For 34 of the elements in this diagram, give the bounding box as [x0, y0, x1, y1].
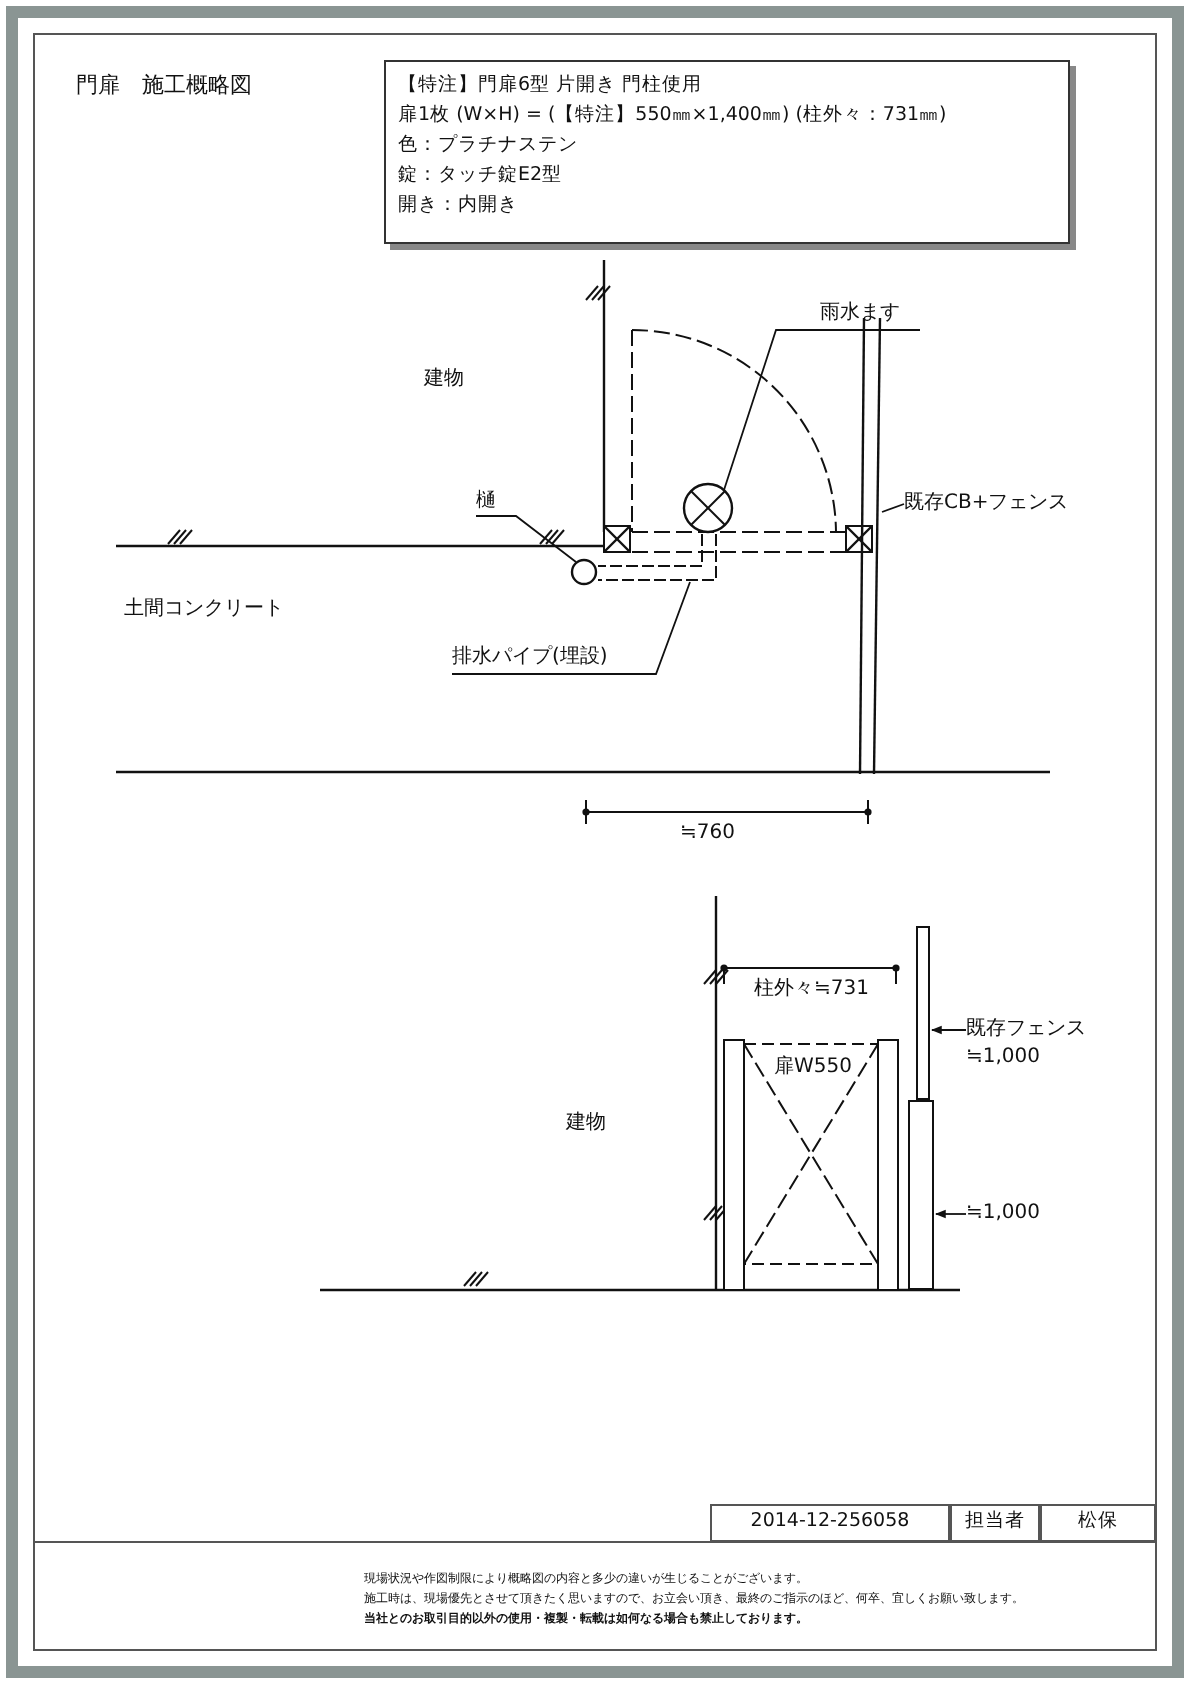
spec-box	[384, 60, 1070, 244]
fence-post	[916, 926, 930, 1100]
drawing-number: 2014-12-256058	[710, 1504, 950, 1542]
arrow	[934, 1209, 967, 1219]
callout-label: ≒1,000	[966, 1044, 1043, 1072]
spec-line: 錠：タッチ錠E2型	[398, 162, 565, 190]
spec-line: 扉1枚 (W×H) = (【特注】550㎜×1,400㎜) (柱外々：731㎜)	[398, 102, 949, 130]
callout-label: 雨水ます	[820, 300, 920, 328]
rain-basin-symbol	[682, 482, 734, 534]
callout-label: ≒1,000	[966, 1200, 1086, 1228]
spec-line: 色：プラチナステン	[398, 132, 580, 160]
dimension-label: 柱外々≒731	[754, 976, 869, 1004]
drain-pipe-symbol	[596, 532, 722, 582]
spec-line: 【特注】門扉6型 片開き 門柱使用	[398, 72, 705, 100]
drawing-title: 門扉 施工概略図	[76, 72, 252, 100]
callout-label: 樋	[476, 488, 508, 516]
leader-line	[475, 515, 577, 563]
arrow	[930, 1025, 967, 1035]
dimension-label: ≒760	[680, 820, 735, 848]
gutter-symbol	[570, 558, 598, 586]
leader-line	[451, 581, 691, 675]
callout-label: 既存CB+フェンス	[904, 490, 1104, 518]
leader-line	[881, 503, 905, 513]
building-label: 建物	[566, 1110, 606, 1138]
staff-header: 担当者	[950, 1504, 1040, 1542]
staff-name: 松保	[1040, 1504, 1156, 1542]
fence-post	[908, 1100, 934, 1290]
building-label: 建物	[424, 366, 464, 394]
leader-line	[723, 329, 921, 491]
door-width-label: 扉W550	[774, 1054, 852, 1082]
callout-label: 排水パイプ(埋設)	[452, 644, 660, 672]
floor-label: 土間コンクリート	[124, 596, 284, 624]
callout-label: 既存フェンス	[966, 1016, 1088, 1044]
spec-line: 開き：内開き	[398, 192, 520, 220]
